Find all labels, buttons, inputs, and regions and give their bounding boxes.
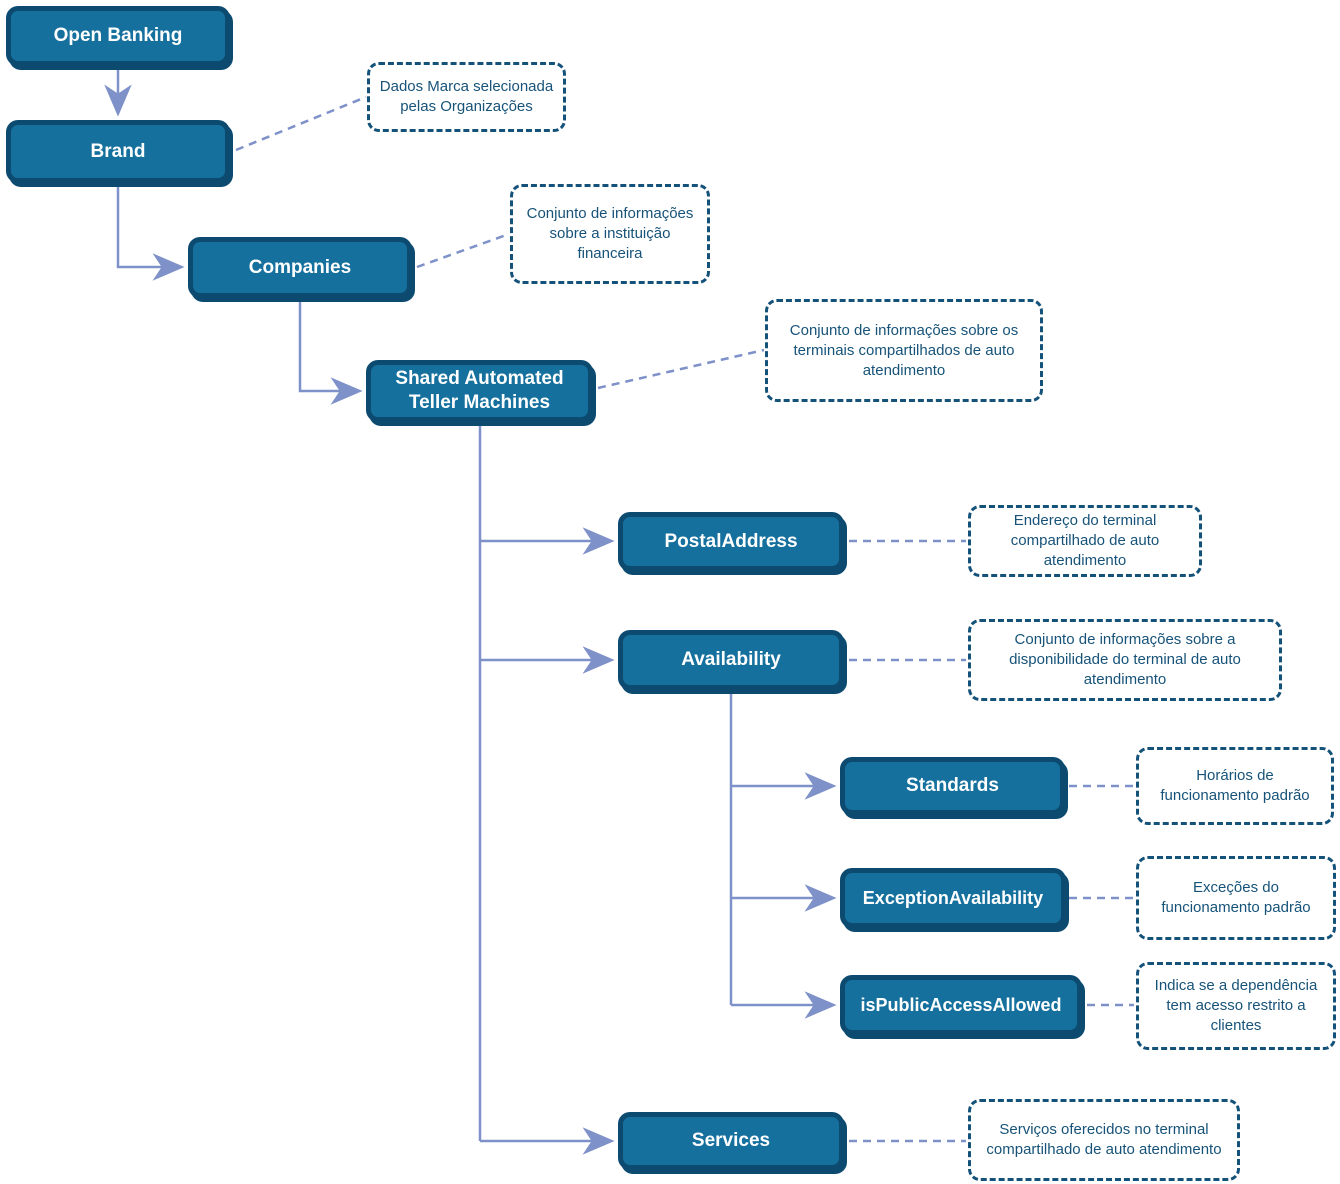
note-is-public-access-allowed: Indica se a dependência tem acesso restr…: [1136, 962, 1336, 1050]
note-brand: Dados Marca selecionada pelas Organizaçõ…: [367, 62, 566, 132]
node-open-banking: Open Banking: [6, 6, 230, 66]
note-postal-address: Endereço do terminal compartilhado de au…: [968, 505, 1202, 577]
node-services: Services: [618, 1112, 844, 1170]
node-shared-automated-teller-machines: Shared Automated Teller Machines: [366, 360, 593, 422]
note-shared-automated-teller-machines: Conjunto de informações sobre os termina…: [765, 299, 1043, 402]
node-brand: Brand: [6, 120, 230, 183]
node-exception-availability: ExceptionAvailability: [840, 868, 1066, 928]
edge-brand-note: [235, 95, 367, 152]
node-is-public-access-allowed: isPublicAccessAllowed: [840, 975, 1082, 1035]
node-availability: Availability: [618, 630, 844, 690]
edge-brand-companies: [116, 186, 185, 281]
edge-companies-shared-atm: [298, 301, 363, 405]
node-postal-address: PostalAddress: [618, 512, 844, 571]
note-availability: Conjunto de informações sobre a disponib…: [968, 619, 1282, 701]
edge-shared-atm-note: [597, 348, 765, 390]
note-exception-availability: Exceções do funcionamento padrão: [1136, 856, 1336, 940]
node-standards: Standards: [840, 757, 1065, 815]
edge-companies-note: [416, 232, 510, 269]
note-standards: Horários de funcionamento padrão: [1136, 747, 1334, 825]
note-companies: Conjunto de informações sobre a institui…: [510, 184, 710, 284]
node-companies: Companies: [188, 237, 412, 298]
note-services: Serviços oferecidos no terminal comparti…: [968, 1099, 1240, 1181]
